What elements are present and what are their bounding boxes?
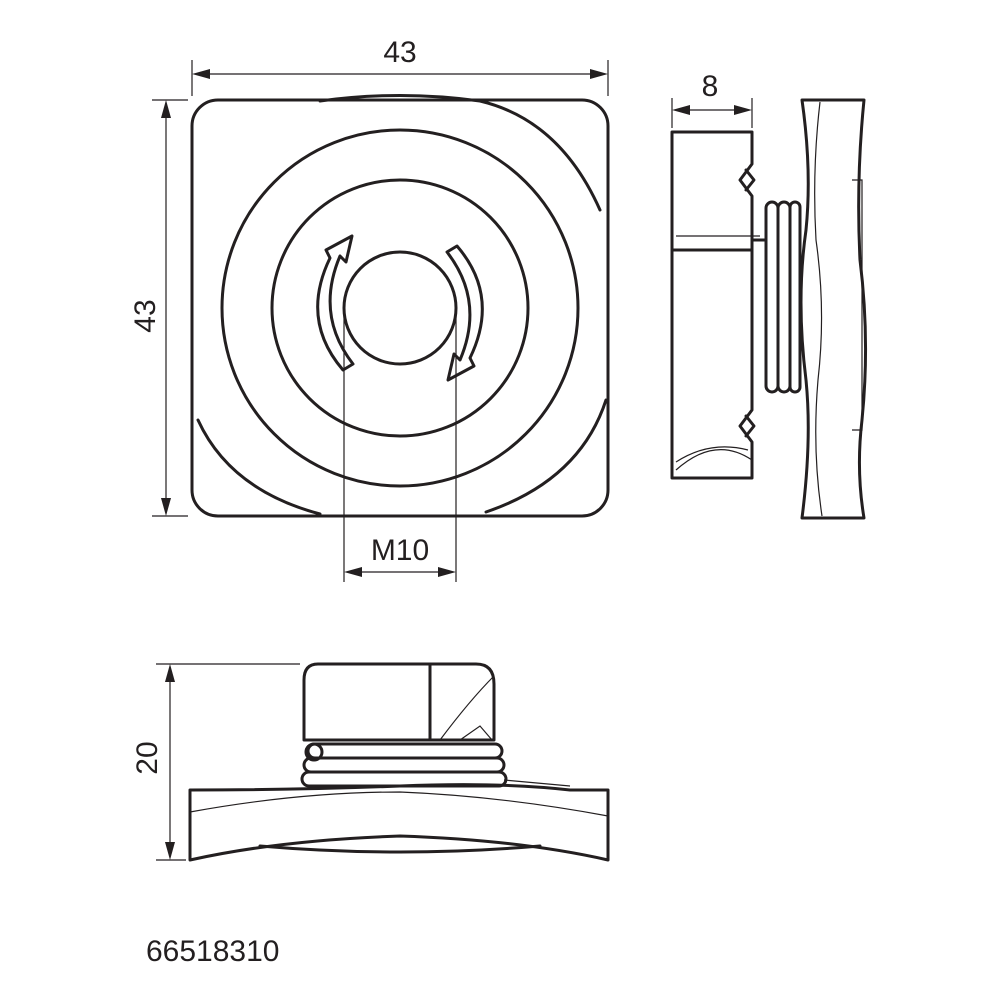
- nut-front: [302, 662, 496, 742]
- top-view: M10 43 43: [129, 36, 610, 582]
- height-dimension-label: 43: [129, 299, 162, 332]
- spring-coils-front: [300, 742, 508, 788]
- spring-coils-side: [750, 200, 802, 394]
- thread-dimension-label: M10: [371, 534, 429, 567]
- outer-ring: [220, 128, 580, 488]
- side-view: 8: [670, 70, 868, 520]
- nut-block: [670, 130, 754, 480]
- rotation-arrow-left-icon: [316, 234, 355, 372]
- front-height-dimension-label: 20: [131, 741, 164, 774]
- rotation-arrow-right-icon: [445, 244, 484, 382]
- thread-hole: [342, 250, 458, 366]
- middle-ring: [270, 178, 530, 438]
- part-number: 66518310: [146, 935, 279, 968]
- curved-plate-front: [188, 783, 610, 862]
- plate-edge-arc: [318, 94, 602, 212]
- plate-edge-arc-right: [484, 398, 608, 514]
- width-dimension-label: 43: [383, 36, 416, 69]
- plate-edge-arc-lower: [196, 418, 322, 516]
- side-width-dimension-label: 8: [702, 70, 719, 103]
- curved-plate-side: [799, 98, 868, 520]
- square-plate-outline: [190, 98, 610, 518]
- front-view: 20: [131, 662, 610, 862]
